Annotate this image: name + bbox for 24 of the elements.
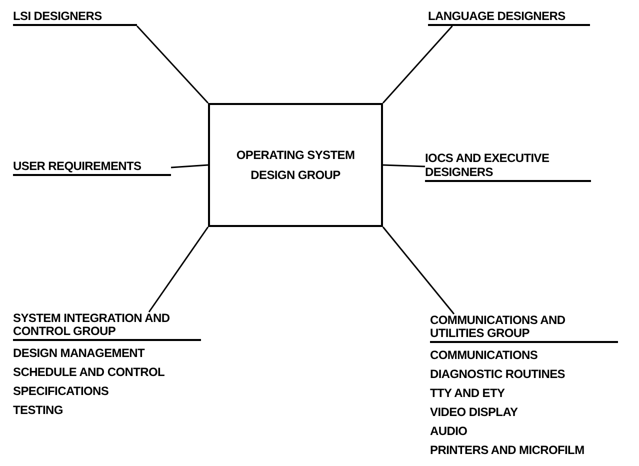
connector-line — [382, 26, 453, 104]
group-heading: COMMUNICATIONS AND UTILITIES GROUP — [430, 314, 618, 343]
connector-line — [148, 226, 209, 312]
group-label: LANGUAGE DESIGNERS — [428, 9, 590, 26]
list-item: VIDEO DISPLAY — [430, 404, 519, 421]
list-item: DIAGNOSTIC ROUTINES — [430, 366, 566, 383]
connector-line — [170, 164, 208, 168]
group-heading: SYSTEM INTEGRATION AND CONTROL GROUP — [13, 312, 201, 341]
box-title: OPERATING SYSTEM DESIGN GROUP — [235, 147, 356, 184]
connector-line — [382, 226, 455, 314]
group-label: LSI DESIGNERS — [13, 9, 137, 26]
list-item: SPECIFICATIONS — [13, 383, 110, 400]
group-box — [208, 103, 383, 227]
list-item: SCHEDULE AND CONTROL — [13, 364, 166, 381]
list-item: TTY AND ETY — [430, 385, 506, 402]
connector-line — [136, 26, 209, 104]
list-item: TESTING — [13, 402, 64, 419]
list-item: DESIGN MANAGEMENT — [13, 345, 146, 362]
group-label: USER REQUIREMENTS — [13, 159, 171, 176]
list-item: PRINTERS AND MICROFILM — [430, 442, 586, 459]
connector-line — [382, 164, 426, 168]
list-item: AUDIO — [430, 423, 468, 440]
group-label: IOCS AND EXECUTIVE DESIGNERS — [425, 151, 591, 182]
list-item: COMMUNICATIONS — [430, 347, 539, 364]
